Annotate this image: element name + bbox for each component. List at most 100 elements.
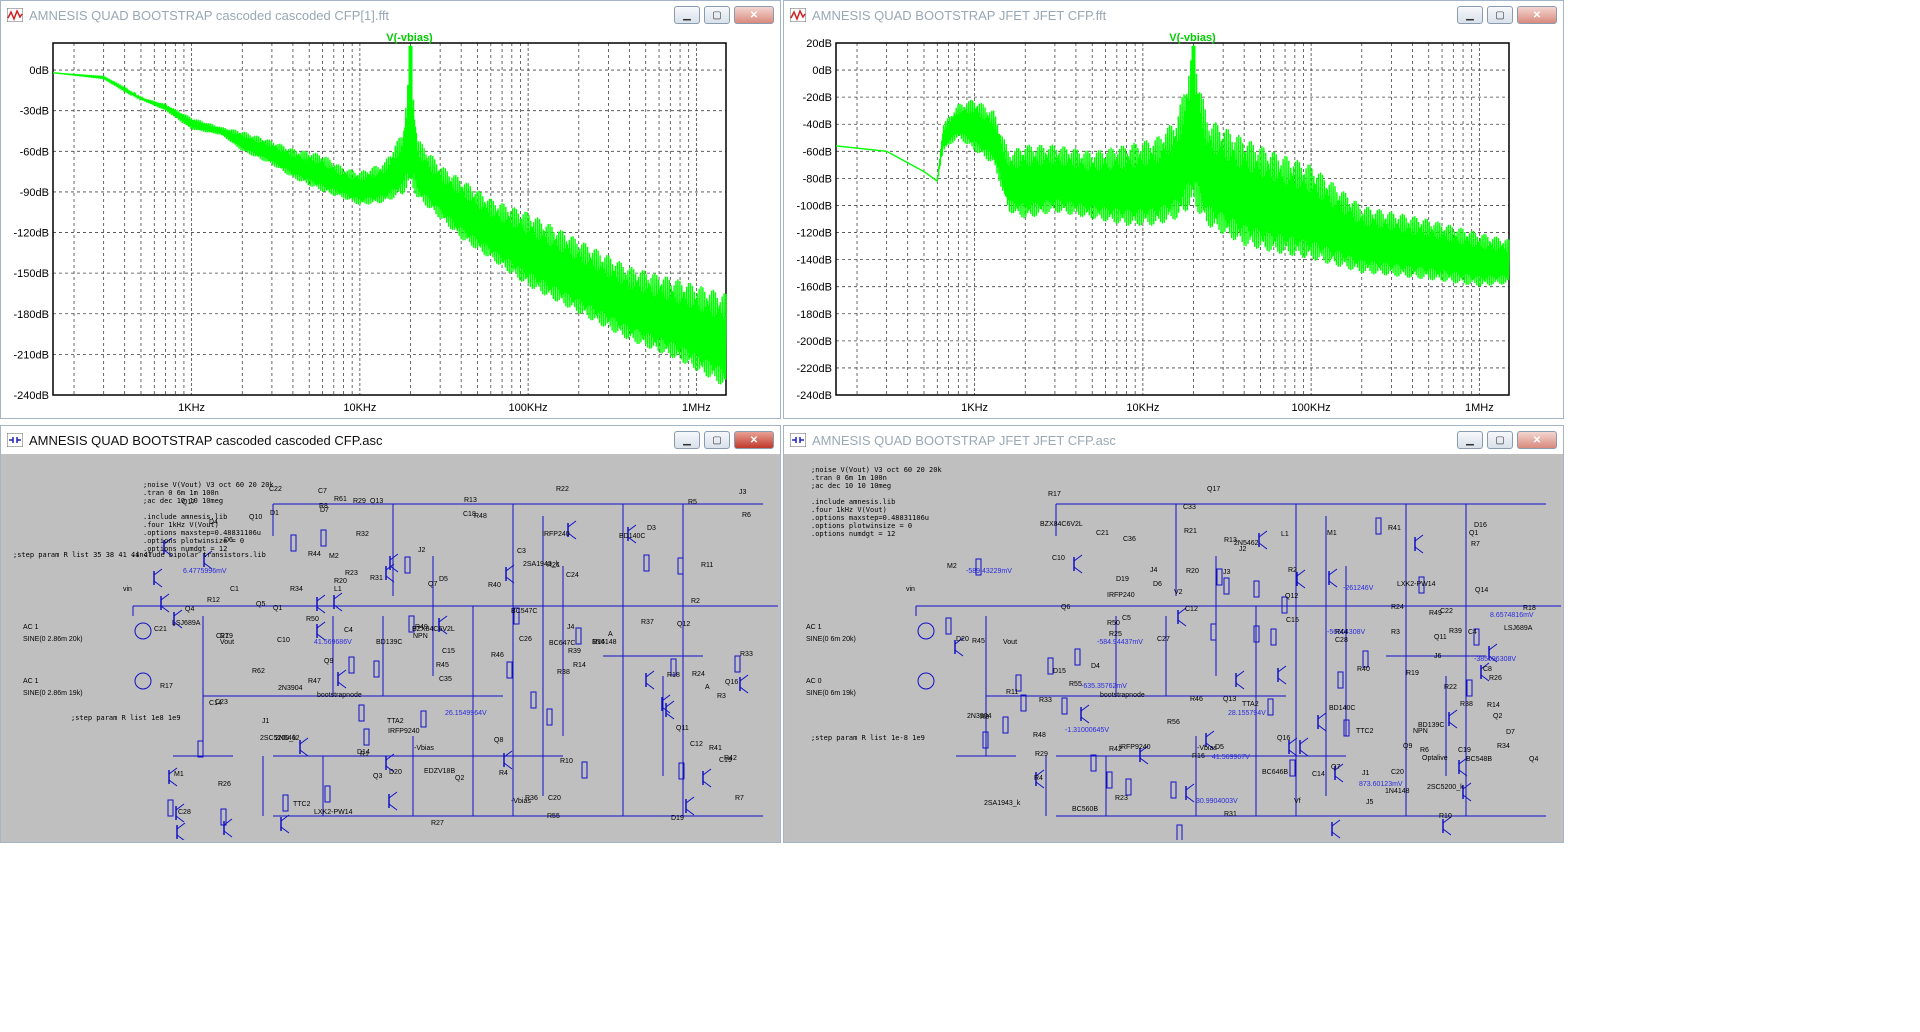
component-ref[interactable]: Q3 (373, 773, 383, 780)
part-number[interactable]: 2N3904 (278, 685, 303, 692)
voltage-readout[interactable]: 6.4775996mV (183, 568, 227, 575)
part-number[interactable]: BC646B (1262, 769, 1289, 776)
close-button[interactable]: ✕ (734, 6, 774, 24)
source-value-label[interactable]: SINE(0 2.86m 19k) (23, 690, 83, 697)
component-ref[interactable]: C20 (548, 795, 561, 802)
component-ref[interactable]: Q14 (1475, 587, 1489, 594)
voltage-readout[interactable]: -261246V (1343, 585, 1374, 592)
component-ref[interactable]: R29 (1035, 751, 1048, 758)
part-number[interactable]: BD140C (619, 533, 646, 540)
component-ref[interactable]: R11 (701, 562, 714, 569)
component-ref[interactable]: R18 (1523, 605, 1536, 612)
component-ref[interactable]: R62 (252, 668, 265, 675)
component-ref[interactable]: C14 (209, 700, 222, 707)
component-ref[interactable]: J3 (739, 489, 747, 496)
part-number[interactable]: IRFP240 (542, 531, 570, 538)
component-ref[interactable]: C27 (1157, 636, 1170, 643)
component-ref[interactable]: R25 (1109, 631, 1122, 638)
component-ref[interactable]: J4 (567, 624, 575, 631)
component-ref[interactable]: D20 (389, 769, 402, 776)
component-ref[interactable]: D7 (320, 507, 329, 514)
part-number[interactable]: 1N4148 (592, 639, 617, 646)
titlebar[interactable]: AMNESIS QUAD BOOTSTRAP JFET JFET CFP.fft… (784, 1, 1563, 29)
schematic-canvas[interactable]: ;noise V(Vout) V3 oct 60 20 20k .tran 0 … (786, 456, 1561, 840)
component-ref[interactable]: R33 (740, 651, 753, 658)
include-directive[interactable]: .include bipolar transistors.lib (131, 551, 266, 559)
component-ref[interactable]: C24 (566, 572, 579, 579)
part-number[interactable]: Optalive (1422, 755, 1448, 762)
minimize-button[interactable]: ▁ (674, 6, 700, 24)
component-ref[interactable]: Q4 (185, 606, 195, 613)
component-ref[interactable]: Q9 (324, 658, 334, 665)
component-ref[interactable]: L1 (334, 586, 342, 593)
component-ref[interactable]: R13 (1224, 537, 1237, 544)
titlebar[interactable]: AMNESIS QUAD BOOTSTRAP cascoded cascoded… (1, 1, 780, 29)
minimize-button[interactable]: ▁ (1457, 6, 1483, 24)
voltage-readout[interactable]: 41.569967V (1212, 754, 1250, 761)
component-ref[interactable]: R31 (370, 575, 383, 582)
part-number[interactable]: 2N5462 (275, 735, 300, 742)
component-ref[interactable]: R27 (431, 820, 444, 827)
net-label[interactable]: A (608, 631, 613, 638)
part-number[interactable]: BC548B (1466, 756, 1493, 763)
close-button[interactable]: ✕ (734, 431, 774, 449)
component-ref[interactable]: R13 (464, 497, 477, 504)
voltage-readout[interactable]: -56604308V (1327, 629, 1366, 636)
component-ref[interactable]: R16 (592, 639, 605, 646)
part-number[interactable]: 1N4148 (1385, 788, 1410, 795)
component-ref[interactable]: J5 (1366, 799, 1374, 806)
component-ref[interactable]: R48 (1033, 732, 1046, 739)
component-ref[interactable]: R24 (692, 671, 705, 678)
component-ref[interactable]: R46 (491, 652, 504, 659)
component-ref[interactable]: C20 (1391, 769, 1404, 776)
component-ref[interactable]: R21 (1184, 528, 1197, 535)
component-ref[interactable]: R61 (334, 496, 347, 503)
step-directive-2[interactable]: ;step param R list 1e8 1e9 (71, 714, 181, 722)
component-ref[interactable]: R21 (547, 562, 560, 569)
component-ref[interactable]: R55 (547, 813, 560, 820)
fft-window-right[interactable]: AMNESIS QUAD BOOTSTRAP JFET JFET CFP.fft… (783, 0, 1564, 419)
component-ref[interactable]: R48 (474, 513, 487, 520)
component-ref[interactable]: Q1 (273, 605, 283, 612)
component-ref[interactable]: R50 (306, 616, 319, 623)
component-ref[interactable]: C35 (439, 676, 452, 683)
part-number[interactable]: IRFP9240 (1119, 744, 1151, 751)
component-ref[interactable]: C15 (1286, 617, 1299, 624)
voltage-readout[interactable]: -589.43229mV (966, 568, 1012, 575)
spice-directives[interactable]: ;noise V(Vout) V3 oct 60 20 20k .tran 0 … (143, 481, 274, 553)
component-ref[interactable]: M2 (329, 553, 339, 560)
component-ref[interactable]: M2 (947, 563, 957, 570)
component-ref[interactable]: R3 (717, 693, 726, 700)
component-ref[interactable]: C12 (1185, 606, 1198, 613)
component-ref[interactable]: Q5 (256, 601, 266, 608)
component-ref[interactable]: R4 (1034, 775, 1043, 782)
component-ref[interactable]: Q10 (249, 514, 263, 521)
component-ref[interactable]: R45 (436, 662, 449, 669)
part-number[interactable]: IRFP240 (1107, 592, 1135, 599)
component-ref[interactable]: R22 (1444, 684, 1457, 691)
component-ref[interactable]: C3 (517, 548, 526, 555)
component-ref[interactable]: D19 (671, 815, 684, 822)
component-ref[interactable]: R20 (1186, 568, 1199, 575)
titlebar[interactable]: AMNESIS QUAD BOOTSTRAP JFET JFET CFP.asc… (784, 426, 1563, 454)
part-number[interactable]: BD140C (1329, 705, 1356, 712)
source-value-label[interactable]: SINE(0 6m 19k) (806, 690, 856, 697)
component-ref[interactable]: D6 (224, 537, 233, 544)
voltage-readout[interactable]: 8.6574816mV (1490, 612, 1534, 619)
voltage-readout[interactable]: -385096308V (1474, 656, 1517, 663)
component-ref[interactable]: Q7 (428, 581, 438, 588)
part-number[interactable]: IRFP9240 (388, 728, 420, 735)
source-value-label[interactable]: SINE(0 2.86m 20k) (23, 636, 83, 643)
component-ref[interactable]: R7 (1471, 541, 1480, 548)
component-ref[interactable]: R29 (353, 498, 366, 505)
component-ref[interactable]: Q7 (1331, 764, 1341, 771)
component-ref[interactable]: R56 (1167, 719, 1180, 726)
component-ref[interactable]: R40 (1357, 666, 1370, 673)
spice-directives[interactable]: ;noise V(Vout) V3 oct 60 20 20k .tran 0 … (811, 466, 942, 538)
component-ref[interactable]: R44 (1335, 629, 1348, 636)
net-label[interactable]: bootstrapnode (317, 692, 362, 699)
voltage-readout[interactable]: 26.1549964V (445, 710, 487, 717)
net-label[interactable]: -Vbias (414, 745, 434, 752)
maximize-button[interactable]: ▢ (704, 431, 730, 449)
component-ref[interactable]: Q13 (370, 498, 384, 505)
